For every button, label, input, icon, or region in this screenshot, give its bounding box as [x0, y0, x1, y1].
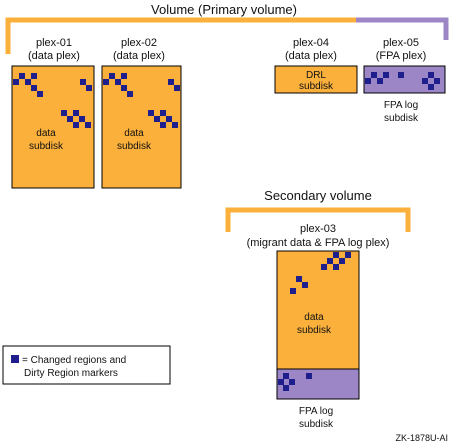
plex-01-subdisk-line2: subdisk	[29, 141, 64, 152]
plex-02: plex-02 (data plex) data subdisk	[101, 37, 182, 189]
plex-02-subdisk-line2: subdisk	[117, 141, 152, 152]
plex-01: plex-01 (data plex) data subdisk	[11, 37, 95, 189]
secondary-volume: Secondary volume plex-03 (migrant data &…	[225, 188, 411, 430]
plex-04-subdisk-line1: DRL	[306, 70, 326, 81]
plex-03-name: plex-03	[300, 223, 336, 235]
legend: = Changed regions and Dirty Region marke…	[2, 345, 171, 385]
plex-01-subdisk-line1: data	[36, 128, 56, 139]
plex-04-name: plex-04	[293, 37, 329, 49]
plex-03-dirty-markers	[278, 252, 351, 391]
plex-04-subdisk-line2: subdisk	[299, 81, 334, 92]
plex-01-type: (data plex)	[28, 50, 80, 62]
secondary-volume-bracket	[225, 207, 411, 232]
plex-03-data-line1: data	[304, 312, 324, 323]
legend-line2: Dirty Region markers	[24, 368, 118, 379]
legend-marker-icon	[11, 355, 19, 363]
primary-volume-bracket	[5, 17, 449, 54]
plex-02-data-subdisk	[101, 65, 182, 189]
plex-01-dirty-markers	[13, 73, 92, 128]
plex-05-dirty-markers	[365, 72, 440, 90]
plex-03-type: (migrant data & FPA log plex)	[247, 237, 390, 249]
plex-05: plex-05 (FPA plex) FPA log subdisk	[363, 37, 446, 124]
plex-02-type: (data plex)	[113, 50, 165, 62]
plex-04: plex-04 (data plex) DRL subdisk	[274, 37, 358, 94]
secondary-volume-title: Secondary volume	[264, 188, 372, 203]
plex-01-data-subdisk	[11, 65, 95, 189]
plex-03-log-line1: FPA log	[299, 406, 333, 417]
plex-05-name: plex-05	[383, 37, 419, 49]
plex-03-data-line2: subdisk	[297, 325, 332, 336]
plex-02-name: plex-02	[121, 37, 157, 49]
plex-05-subdisk-line1: FPA log	[384, 100, 418, 111]
plex-03-data-subdisk	[276, 250, 360, 370]
plex-04-drl-subdisk	[274, 65, 358, 94]
plex-03-log-line2: subdisk	[299, 419, 334, 430]
primary-volume-title: Volume (Primary volume)	[151, 2, 297, 17]
legend-line1: = Changed regions and	[22, 355, 126, 366]
plex-05-type: (FPA plex)	[376, 50, 427, 62]
plex-02-subdisk-line1: data	[124, 128, 144, 139]
legend-box	[2, 345, 171, 385]
plex-02-dirty-markers	[103, 73, 180, 128]
plex-05-subdisk-line2: subdisk	[384, 113, 419, 124]
plex-04-type: (data plex)	[285, 50, 337, 62]
plex-01-name: plex-01	[36, 37, 72, 49]
figure-id: ZK-1878U-AI	[395, 433, 448, 443]
